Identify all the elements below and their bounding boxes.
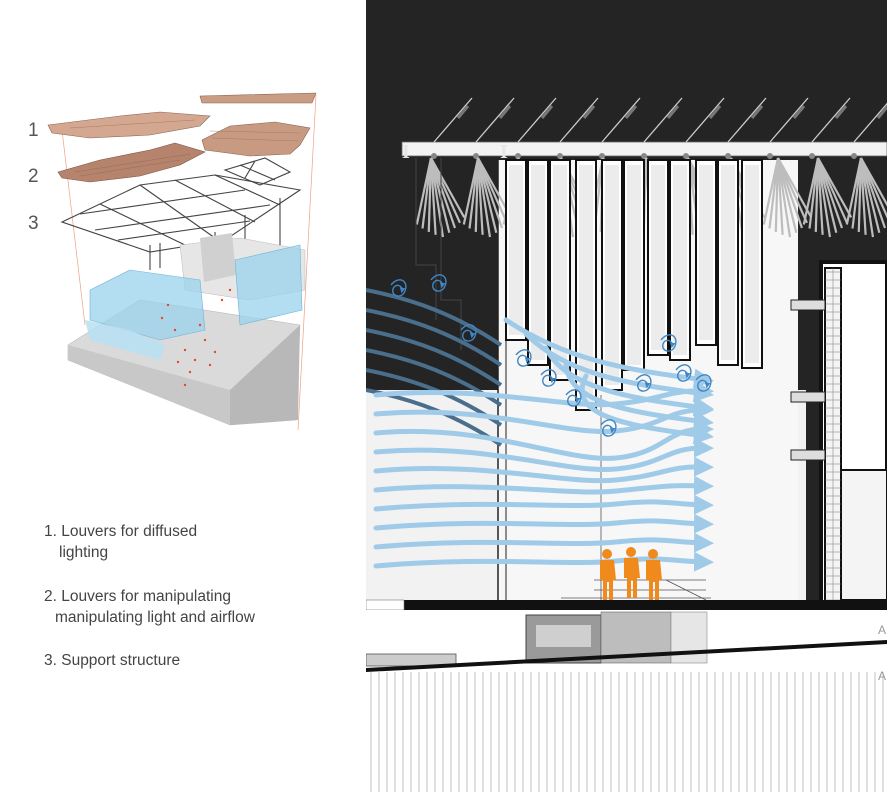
layer-number-1: 1 — [28, 120, 39, 141]
floor-slab — [404, 600, 887, 610]
airflow-streams — [373, 317, 714, 572]
edge-label-a1: A — [878, 623, 886, 637]
legend-item-2-line1: 2. Louvers for manipulating — [44, 588, 231, 605]
svg-text:I: I — [500, 141, 508, 163]
legend-item-2: 2. Louvers for manipulating manipulating… — [44, 586, 255, 628]
layer-2-airflow-louvers — [57, 142, 206, 183]
top-louver-rods — [433, 97, 887, 143]
axonometric-panel: 1 2 3 — [0, 0, 366, 792]
basement — [366, 610, 887, 792]
layer-1-roof-louvers — [47, 92, 317, 157]
legend-item-2-line2: manipulating light and airflow — [55, 609, 255, 626]
guide-line-right — [297, 94, 317, 431]
exploded-axonometric-drawing — [47, 92, 317, 431]
layer-number-3: 3 — [28, 213, 39, 234]
section-drawing-panel: I I — [366, 0, 887, 792]
layer-3-support-grid — [60, 157, 302, 270]
legend-item-1-line2: lighting — [59, 544, 109, 561]
guide-line-left — [61, 129, 86, 326]
legend-item-3-line1: 3. Support structure — [44, 652, 181, 669]
edge-label-a2: A — [878, 669, 886, 683]
layer-number-2: 2 — [28, 166, 39, 187]
legend-item-1: 1. Louvers for diffused lighting — [44, 521, 197, 563]
svg-text:I: I — [402, 141, 410, 163]
legend-item-3: 3. Support structure — [44, 650, 180, 671]
roof-truss-beam: I I — [401, 141, 887, 163]
building-section-svg: I I — [366, 0, 887, 792]
people-silhouettes — [600, 547, 662, 600]
base-building — [67, 233, 306, 426]
turbulence-curls — [390, 274, 712, 437]
hanging-louvers — [505, 159, 763, 411]
legend-item-1-line1: 1. Louvers for diffused — [44, 523, 198, 540]
